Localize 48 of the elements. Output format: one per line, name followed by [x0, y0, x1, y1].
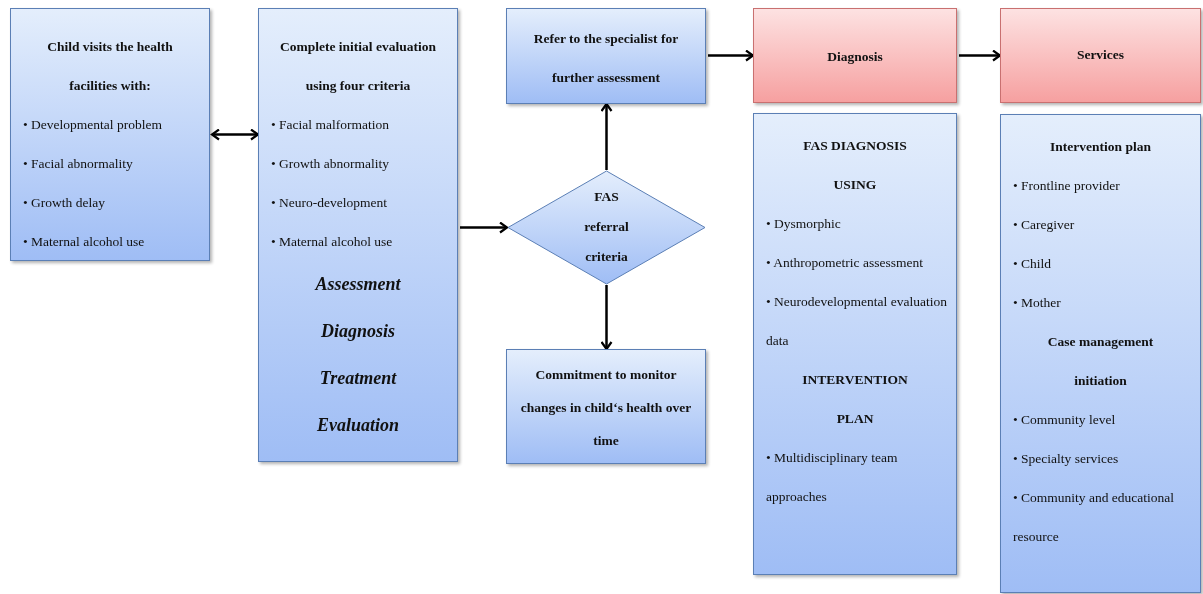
bullet-item: • Growth abnormality [270, 155, 390, 173]
bullet-item: • Anthropometric assessment [765, 254, 924, 272]
bullet-item: • Frontline provider [1012, 177, 1121, 195]
arrow [600, 102, 613, 170]
bullet-item: • Child [1012, 255, 1053, 273]
bullet-item: • Specialty services [1012, 450, 1120, 468]
bullet-item: • Dysmorphic [765, 215, 842, 233]
process-box [258, 8, 458, 462]
arrow [600, 285, 613, 351]
bullet-item: • Maternal alcohol use [270, 233, 394, 251]
arrow [210, 128, 260, 141]
box-heading: Intervention plan [1049, 138, 1152, 156]
bullet-item: • Facial malformation [270, 116, 390, 134]
arrow [460, 221, 509, 234]
bullet-item: • Developmental problem [22, 116, 163, 134]
box-heading: FAS referral criteria [583, 188, 630, 266]
bullet-item: • Growth delay [22, 194, 106, 212]
bullet-item: • Mother [1012, 294, 1062, 312]
stage-box [1000, 8, 1201, 103]
box-heading: Refer to the specialist for further assessment [532, 30, 680, 87]
bullet-item: • Neurodevelopmental evaluation data [765, 293, 948, 350]
process-box [506, 349, 706, 464]
arrow [959, 49, 1002, 62]
box-heading: FAS DIAGNOSIS USING [802, 137, 908, 194]
step-label: Diagnosis [320, 320, 396, 343]
box-heading: Commitment to monitor changes in child‘s health over time [519, 366, 693, 450]
process-box [753, 113, 957, 575]
bullet-item: • Facial abnormality [22, 155, 134, 173]
bullet-item: • Caregiver [1012, 216, 1076, 234]
box-heading: Case management initiation [1046, 333, 1155, 390]
box-heading: Complete initial evaluation using four criteria [279, 38, 437, 95]
bullet-item: • Multidisciplinary team approaches [765, 449, 899, 506]
stage-box [753, 8, 957, 103]
box-heading: Services [1075, 46, 1126, 64]
bullet-item: • Neuro-development [270, 194, 389, 212]
box-heading: Diagnosis [826, 48, 884, 66]
bullet-item: • Community and educational resource [1012, 489, 1176, 546]
step-label: Assessment [313, 273, 402, 296]
box-heading: INTERVENTION PLAN [801, 371, 909, 428]
process-box [506, 8, 706, 104]
arrow [708, 49, 755, 62]
bullet-item: • Community level [1012, 411, 1117, 429]
bullet-item: • Maternal alcohol use [22, 233, 146, 251]
process-box [10, 8, 210, 261]
process-box [1000, 114, 1201, 593]
step-label: Treatment [318, 367, 398, 390]
box-heading: Child visits the health facilities with: [46, 38, 174, 95]
step-label: Evaluation [316, 414, 400, 437]
